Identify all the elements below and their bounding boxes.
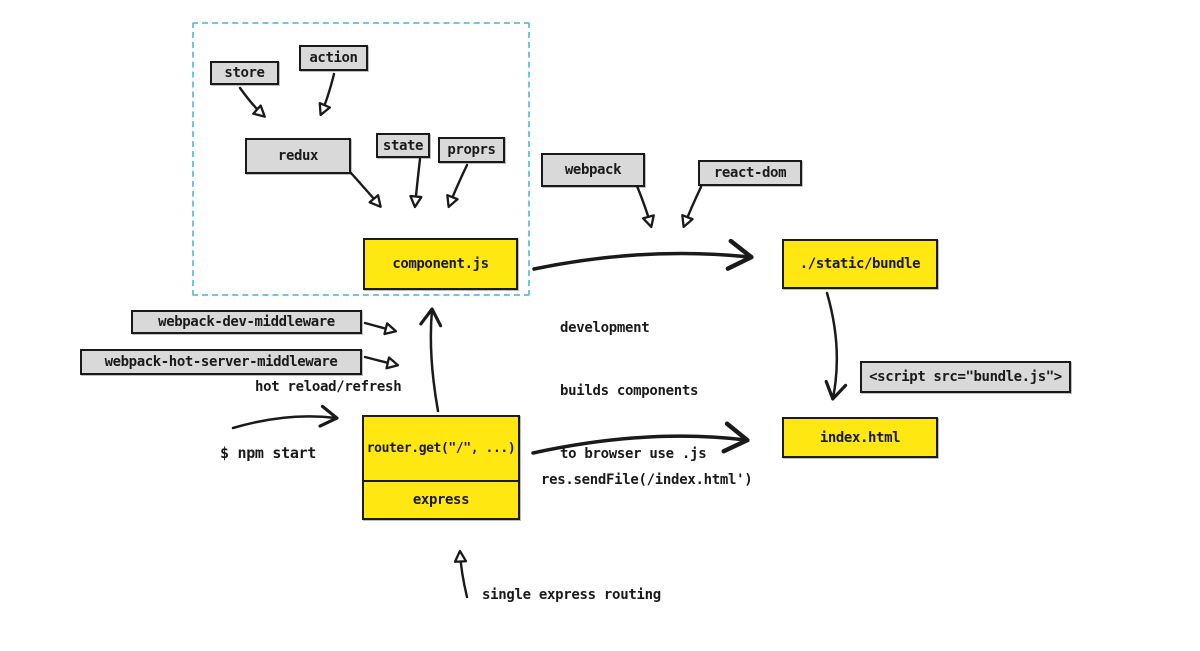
arrow-component-bundle (532, 238, 754, 271)
node-script-tag-label: <script src="bundle.js"> (869, 369, 1062, 385)
node-router-express: router.get("/", ...) express (362, 415, 520, 520)
node-webpack-label: webpack (564, 162, 622, 178)
node-proprs: proprs (438, 137, 505, 163)
node-action: action (299, 45, 368, 71)
annotation-send-file: res.sendFile(/index.html') (541, 472, 753, 488)
node-webpack-hot-server-middleware: webpack-hot-server-middleware (80, 349, 362, 375)
annotation-dev-builds: development builds components to browser… (560, 276, 707, 507)
node-store-label: store (224, 65, 265, 81)
node-react-dom: react-dom (698, 160, 802, 186)
node-webpack-hot-server-middleware-label: webpack-hot-server-middleware (104, 354, 338, 370)
node-express: express (364, 480, 518, 518)
node-react-dom-label: react-dom (713, 165, 787, 181)
node-redux: redux (245, 138, 351, 174)
arrow-devmiddleware-join (363, 321, 398, 336)
annotation-dev-builds-line3: to browser use .js (560, 446, 707, 462)
node-index-html: index.html (782, 417, 938, 458)
node-static-bundle: ./static/bundle (782, 239, 938, 289)
arrow-webpack-component (635, 184, 655, 229)
arrow-hotmiddleware-join (363, 355, 400, 370)
node-router-get-label: router.get("/", ...) (366, 441, 516, 456)
node-store: store (210, 61, 279, 85)
node-express-label: express (412, 492, 470, 508)
arrow-reactdom-component (681, 185, 703, 229)
node-action-label: action (309, 50, 358, 66)
node-webpack-dev-middleware-label: webpack-dev-middleware (158, 314, 335, 330)
node-webpack: webpack (541, 153, 645, 187)
node-script-tag: <script src="bundle.js"> (860, 361, 1071, 393)
annotation-npm-start: $ npm start (220, 444, 317, 462)
arrow-singleexpress-express (453, 549, 469, 599)
arrow-router-component-up (419, 307, 443, 413)
arrow-bundle-index (824, 291, 848, 401)
annotation-single-express: single express routing (482, 587, 661, 603)
node-state: state (376, 133, 430, 158)
annotation-hot-reload: hot reload/refresh (255, 379, 402, 395)
annotation-dev-builds-line2: builds components (560, 383, 699, 399)
node-router-get: router.get("/", ...) (364, 417, 518, 480)
node-component-js-label: component.js (392, 256, 489, 272)
node-webpack-dev-middleware: webpack-dev-middleware (131, 310, 362, 334)
client-dashed-frame (192, 22, 530, 296)
node-state-label: state (382, 137, 424, 154)
arrow-npm-router (231, 404, 339, 430)
node-proprs-label: proprs (447, 142, 496, 158)
annotation-dev-builds-line1: development (560, 320, 650, 336)
node-component-js: component.js (363, 238, 518, 290)
node-index-html-label: index.html (819, 429, 901, 446)
node-static-bundle-label: ./static/bundle (799, 256, 921, 272)
node-redux-label: redux (277, 148, 319, 164)
